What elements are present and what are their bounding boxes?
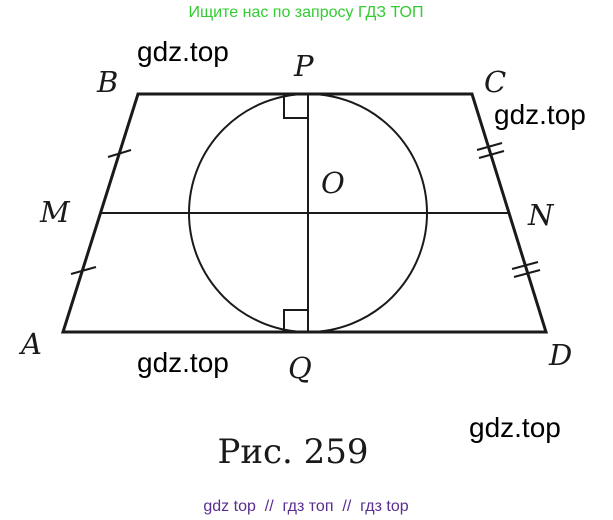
watermark-4: gdz.top <box>469 412 561 443</box>
header-text: Ищите нас по запросу ГДЗ ТОП <box>189 4 424 21</box>
right-angle-mark-q <box>283 309 308 332</box>
label-p: P <box>293 49 314 83</box>
double-tick-nd <box>511 261 541 278</box>
label-q: Q <box>288 351 312 385</box>
figure-caption: Рис. 259 <box>217 432 368 472</box>
watermark-1: gdz.top <box>137 36 229 67</box>
label-c: C <box>484 65 506 99</box>
right-angle-mark-p <box>283 94 308 119</box>
watermark-3: gdz.top <box>137 347 229 378</box>
footer-text: gdz top // гдз топ // гдз top <box>203 498 408 515</box>
tick-mark-bm <box>107 149 132 158</box>
double-tick-cn <box>476 142 505 159</box>
trapezoid-abcd <box>60 92 549 334</box>
label-b: B <box>96 65 118 99</box>
label-n: N <box>527 198 555 232</box>
watermark-2: gdz.top <box>494 99 586 130</box>
label-a: A <box>18 327 42 361</box>
label-o: O <box>321 166 345 200</box>
tick-mark-ma <box>70 266 97 275</box>
label-d: D <box>548 338 572 372</box>
label-m: M <box>39 195 71 229</box>
